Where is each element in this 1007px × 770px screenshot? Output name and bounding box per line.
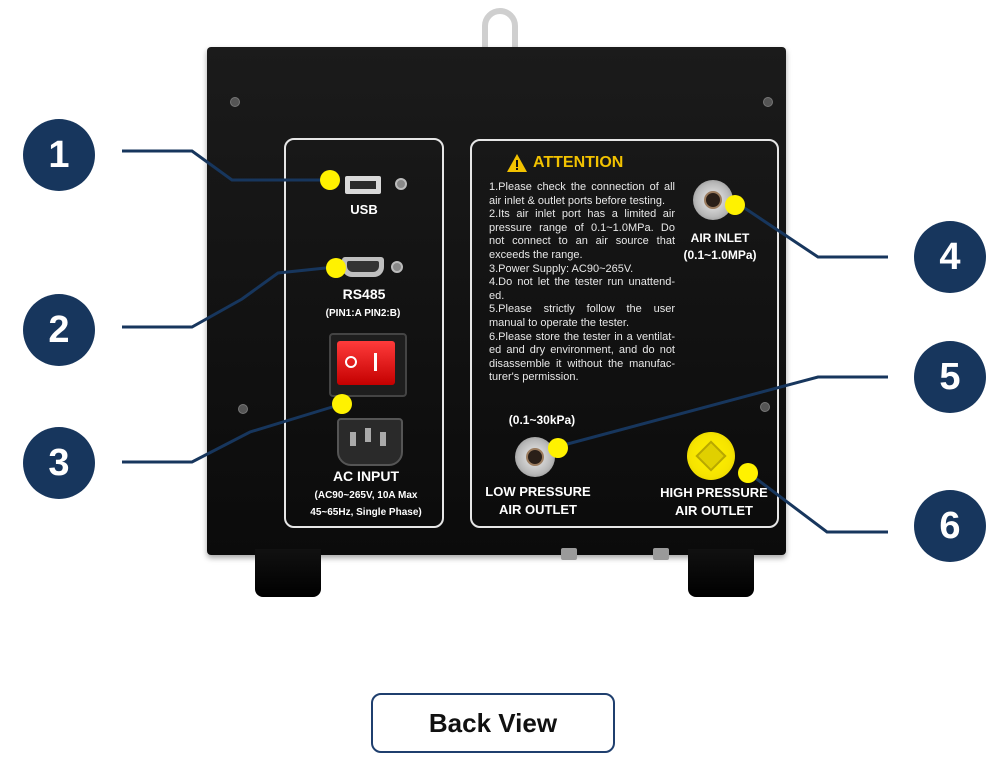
low-pressure-bore [526,448,544,466]
attention-line: 6.Please store the tester in a ventilat-… [489,330,675,384]
air-inlet-range: (0.1~1.0MPa) [683,248,757,262]
attention-line: 2.Its air inlet port has a limited air p… [489,208,675,261]
marker-dot [548,438,568,458]
back-view-caption: Back View [371,693,615,753]
marker-dot [738,463,758,483]
warning-icon [507,154,527,172]
high-pressure-label-2: AIR OUTLET [675,503,753,518]
rs485-label: RS485 [342,286,386,302]
high-pressure-label-1: HIGH PRESSURE [660,485,768,500]
device-foot-right [688,549,754,597]
callout-line-1 [122,149,330,182]
rs485-screw [391,261,403,273]
callout-line-2 [122,265,336,329]
screw [238,404,248,414]
callout-5: 5 [914,341,986,413]
marker-dot [320,170,340,190]
low-pressure-label-2: AIR OUTLET [499,502,577,517]
marker-dot [332,394,352,414]
ac-power-socket [337,418,403,466]
screw [763,97,773,107]
io-panel [284,138,444,528]
socket-pin [380,432,386,446]
attention-line: 4.Do not let the tester run unattend-ed. [489,276,675,302]
socket-pin [350,432,356,446]
attention-line: 5.Please strictly follow the user manual… [489,303,675,329]
screw [760,402,770,412]
callout-1: 1 [23,119,95,191]
air-inlet-bore [704,191,722,209]
low-pressure-range: (0.1~30kPa) [508,413,576,427]
usb-label: USB [350,202,378,217]
socket-pin [365,428,371,442]
usb-port-socket [350,181,376,189]
device-back-panel [207,47,786,555]
attention-panel [470,139,779,528]
bottom-port [653,548,669,560]
callout-line-5 [559,375,888,448]
attention-line: 3.Power Supply: AC90~265V. [489,262,634,275]
marker-dot [326,258,346,278]
ac-input-label: AC INPUT [332,468,400,484]
bottom-port [561,548,577,560]
callout-2: 2 [23,294,95,366]
ac-spec-line-1: (AC90~265V, 10A Max [314,490,418,501]
rs485-port-socket [347,261,379,272]
callout-3: 3 [23,427,95,499]
callout-line-3 [122,402,343,464]
air-inlet-label: AIR INLET [690,231,750,245]
switch-off-symbol [345,356,357,368]
attention-line: 1.Please check the connection of all air… [489,181,675,207]
marker-dot [725,195,745,215]
callout-line-4 [739,203,888,259]
callout-line-6 [749,472,888,534]
rs485-pins-label: (PIN1:A PIN2:B) [325,308,401,319]
screw [230,97,240,107]
switch-on-symbol [374,353,377,371]
ac-spec-line-2: 45~65Hz, Single Phase) [310,507,422,518]
callout-4: 4 [914,221,986,293]
low-pressure-label-1: LOW PRESSURE [485,484,591,499]
attention-title: ATTENTION [533,154,624,171]
device-foot-left [255,549,321,597]
attention-text: 1.Please check the connection of all air… [489,181,675,385]
callout-6: 6 [914,490,986,562]
ground-screw [395,178,407,190]
